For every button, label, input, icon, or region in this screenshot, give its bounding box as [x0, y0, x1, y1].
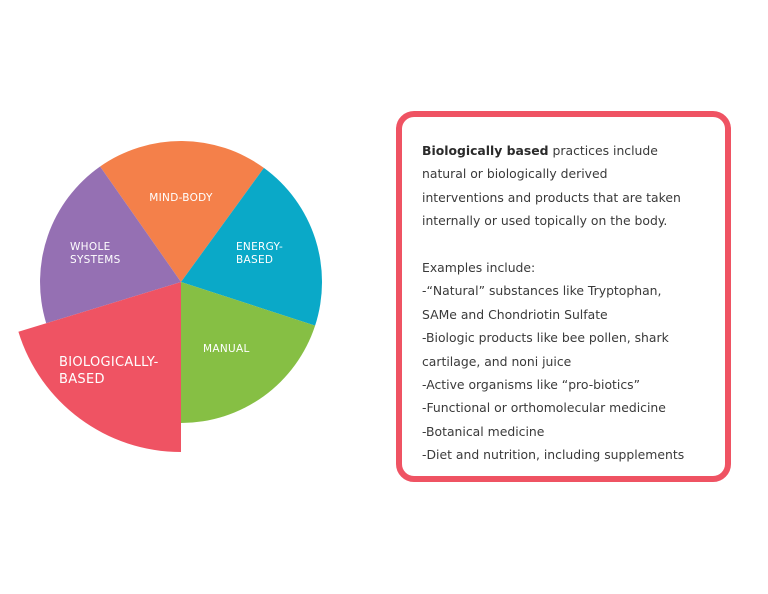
example-line: -Diet and nutrition, including supplemen… — [422, 447, 685, 463]
slice-energy-based[interactable] — [181, 167, 323, 326]
intro-line: interventions and products that are take… — [422, 189, 681, 205]
example-line: cartilage, and noni juice — [422, 353, 572, 369]
label-mind-body: MIND-BODY — [149, 192, 213, 204]
label-energy-based: ENERGY- BASED — [236, 241, 287, 266]
info-box: Biologically based practices include nat… — [396, 111, 731, 482]
examples-heading: Examples include: — [422, 260, 536, 276]
example-line: -Active organisms like “pro-biotics” — [422, 377, 641, 393]
example-line: -Biologic products like bee pollen, shar… — [422, 330, 669, 346]
slice-manual[interactable] — [181, 282, 316, 423]
info-text: Biologically based practices include nat… — [422, 139, 715, 467]
pie-diagram: MIND-BODY ENERGY- BASED MANUAL WHOLE SYS… — [18, 140, 323, 452]
label-manual: MANUAL — [203, 343, 250, 355]
slice-biologically-based[interactable] — [18, 282, 182, 452]
intro-bold: Biologically based — [422, 143, 549, 158]
spacer — [422, 233, 715, 256]
example-line: -Botanical medicine — [422, 423, 545, 439]
example-line: -Functional or orthomolecular medicine — [422, 400, 666, 416]
example-line: -“Natural” substances like Tryptophan, — [422, 283, 662, 299]
intro-line: Biologically based practices include — [422, 143, 658, 158]
slice-whole-systems[interactable] — [40, 166, 182, 324]
example-line: SAMe and Chondriotin Sulfate — [422, 306, 608, 322]
intro-line: natural or biologically derived — [422, 166, 608, 182]
intro-line: internally or used topically on the body… — [422, 213, 668, 229]
slice-mind-body[interactable] — [100, 140, 264, 282]
label-biologically-based: BIOLOGICALLY- BASED — [59, 355, 163, 387]
label-whole-systems: WHOLE SYSTEMS — [70, 241, 121, 266]
